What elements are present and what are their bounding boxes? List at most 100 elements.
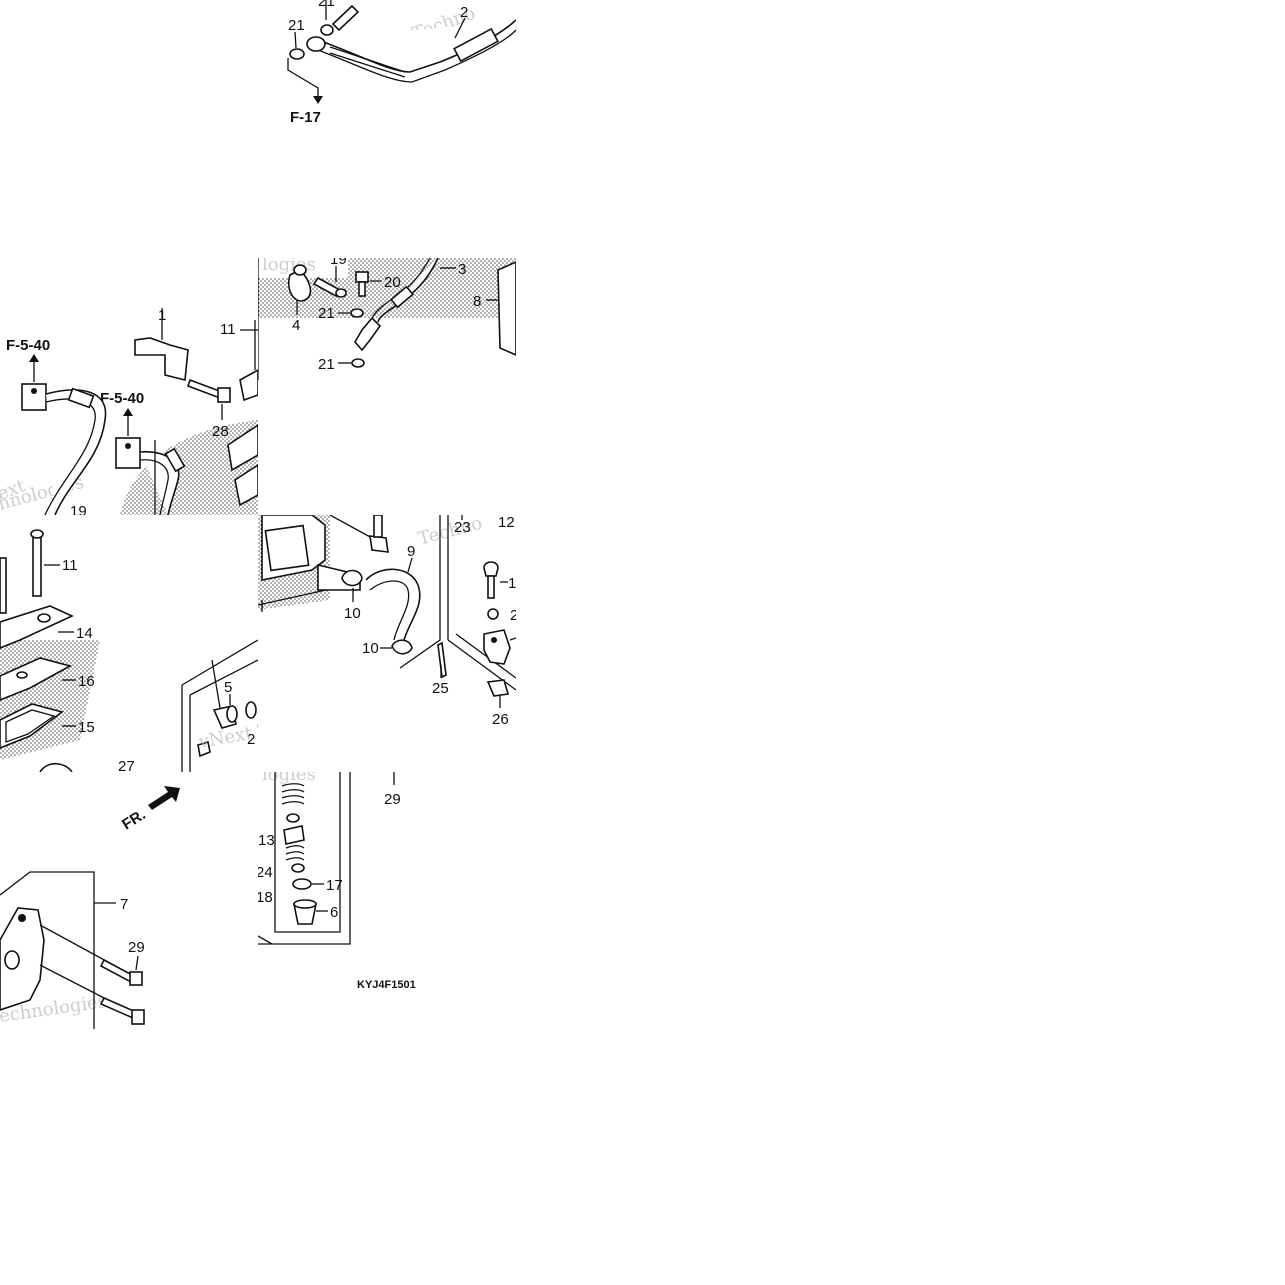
long-screw-icon (32, 535, 42, 597)
front-arrow-icon (148, 786, 180, 810)
tile-piston-kit: logies 13 24 17 18 6 29 KYJ4F1501 (256, 764, 416, 991)
callout-10: 10 (344, 605, 361, 622)
tile-master-cylinder-cap: 11 14 16 15 27 5 2 vNext Tec (0, 529, 290, 775)
hose-clamp (21, 383, 47, 411)
callout-2: 2 (460, 4, 468, 21)
reference-f-5-40: F-5-40 (6, 337, 50, 354)
callout-2: 2 (510, 607, 518, 624)
callout-2: 2 (247, 731, 255, 748)
hose-clip (391, 639, 413, 655)
sealing-washer-icon (350, 308, 364, 318)
bolt-head-icon (129, 971, 143, 986)
piston-kit-frame (274, 772, 341, 933)
bolt-icon (312, 276, 342, 298)
callout-21: 21 (318, 305, 335, 322)
assembly-frame (0, 871, 95, 1029)
callout-9: 9 (407, 543, 415, 560)
callout-24: 24 (256, 864, 273, 881)
callout-20: 20 (384, 274, 401, 291)
boot-ring-icon (292, 878, 312, 890)
callout-21: 21 (288, 17, 305, 34)
arrow-icon (29, 354, 39, 362)
sealing-washer-icon (289, 48, 305, 60)
arrow-icon (123, 408, 133, 416)
callout-7: 7 (120, 896, 128, 913)
callout-12: 12 (498, 514, 515, 531)
hose-clamp (287, 269, 312, 302)
switch-pin (486, 679, 510, 697)
reservoir-hose (365, 568, 421, 641)
hose-sleeve (389, 285, 415, 309)
reservoir-body (227, 424, 258, 472)
brake-hose (139, 451, 180, 515)
reservoir-cover (239, 369, 258, 402)
watermark: vNext Tec (196, 716, 290, 753)
callout-29: 29 (128, 939, 145, 956)
tile-hose-upper: Techno 21 21 2 F-17 (287, 0, 516, 126)
watermark: vNext Tec (184, 228, 276, 249)
callout-14: 14 (76, 625, 93, 642)
bolt-head-icon (217, 387, 231, 403)
bolt-icon (186, 378, 224, 400)
bolt-head-icon (131, 1009, 145, 1025)
callout-15: 15 (78, 719, 95, 736)
tile-master-cylinder-body: xt echnologies FR. 7 29 (0, 786, 180, 1029)
callout-5: 5 (224, 679, 232, 696)
cotter-pin-icon (437, 641, 447, 679)
sealing-washer-icon (351, 358, 365, 368)
o-ring-icon (245, 701, 257, 719)
long-screw-icon (0, 557, 7, 614)
tile-master-cylinder-upper: vNext Tec ext hnologies 20 21 1 28 11 F-… (0, 215, 276, 520)
switch-screw-icon (487, 575, 495, 599)
diaphragm-plate (0, 657, 73, 701)
tile-lower-hose-joint: logies 4 19 20 3 21 21 8 (258, 251, 516, 380)
hose-guard (164, 447, 186, 473)
bolt-icon (369, 535, 389, 553)
callout-16: 16 (78, 673, 95, 690)
piston-icon (285, 845, 305, 861)
piston-cup (283, 825, 305, 845)
callout-28: 28 (212, 423, 229, 440)
callout-19: 19 (330, 251, 347, 268)
callout-6: 6 (330, 904, 338, 921)
reservoir-body (234, 464, 258, 507)
sealing-washer-icon (320, 24, 334, 36)
callout-26: 26 (492, 711, 509, 728)
callout-13: 13 (258, 832, 275, 849)
diaphragm (0, 703, 64, 749)
callout-21: 21 (318, 0, 335, 10)
front-marker-label: FR. (119, 806, 149, 833)
callout-21: 21 (318, 356, 335, 373)
callout-27: 27 (118, 758, 135, 775)
hose-clamp (115, 437, 141, 469)
circlip-icon (291, 863, 305, 873)
banjo-fitting (354, 316, 382, 352)
hose-bracket (134, 337, 189, 382)
oil-bolt-icon (331, 4, 360, 32)
washer-icon (92, 258, 108, 259)
callout-8: 8 (473, 293, 481, 310)
assembly-frame (258, 772, 351, 945)
arrow-icon (313, 96, 323, 104)
reservoir-rim (39, 762, 73, 772)
brake-hose-upper-edge (317, 29, 516, 83)
callout-25: 25 (432, 680, 449, 697)
callout-1: 1 (158, 307, 166, 324)
banjo-fitting (306, 36, 326, 52)
callout-1: 1 (508, 575, 516, 592)
watermark: logies (262, 764, 316, 785)
watermark: Techno (416, 513, 485, 550)
brake-switch (483, 629, 511, 665)
callout-19: 19 (70, 503, 87, 520)
callout-23: 23 (454, 519, 471, 536)
watermark: logies (262, 254, 316, 275)
reference-f-5-40: F-5-40 (100, 390, 144, 407)
assembly-frame (399, 515, 441, 669)
callout-20: 20 (86, 215, 103, 232)
oil-bolt-icon (358, 281, 366, 297)
oil-bolt-head-icon (355, 271, 369, 283)
caliper-body (497, 261, 516, 356)
diagram-code: KYJ4F1501 (357, 979, 416, 991)
